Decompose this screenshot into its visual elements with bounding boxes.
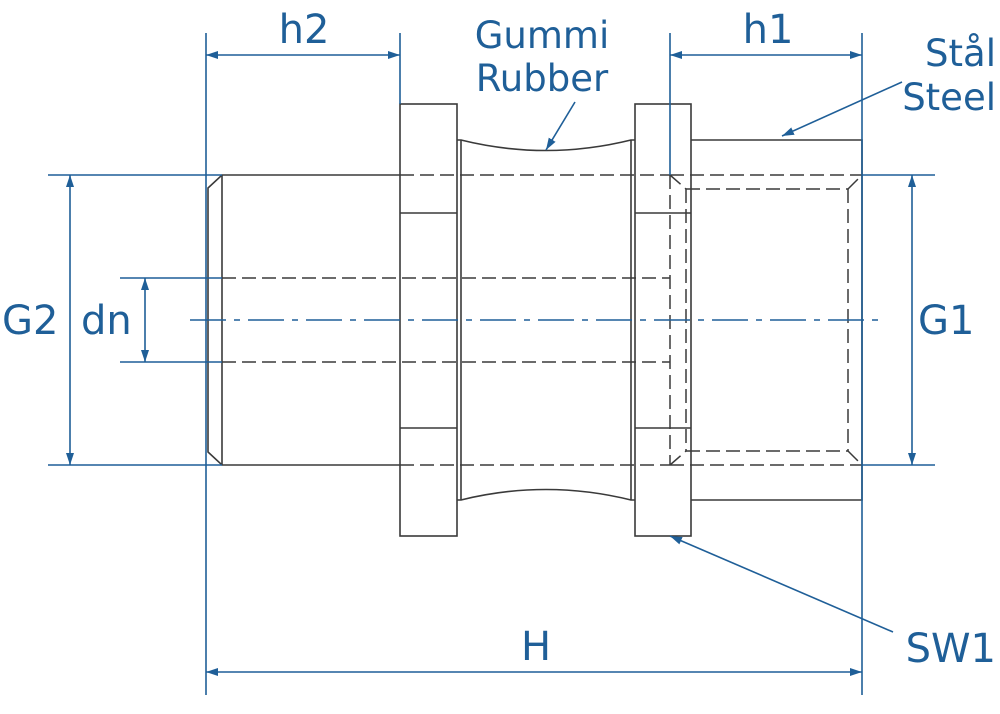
- rubber-body: [457, 139, 635, 152]
- g1-label: G1: [918, 298, 974, 344]
- sw1-label: SW1: [906, 626, 996, 672]
- dimensions: [48, 33, 935, 695]
- hidden-lines: [222, 174, 863, 466]
- rubber-label-en: Rubber: [476, 57, 609, 100]
- labels: h2 h1 Gummi Rubber Stål Steel G2 dn G1 S…: [2, 7, 996, 672]
- h1-label: h1: [743, 7, 794, 53]
- g2-label: G2: [2, 298, 58, 344]
- rubber-label-sv: Gummi: [475, 14, 610, 57]
- steel-label-en: Steel: [902, 76, 996, 119]
- dn-label: dn: [81, 298, 132, 344]
- h-label: H: [521, 624, 551, 670]
- steel-label-sv: Stål: [925, 32, 996, 75]
- sw1-leader: [669, 535, 894, 633]
- h2-label: h2: [279, 7, 330, 53]
- right-hex: [634, 103, 692, 537]
- rubber-leader: [545, 101, 576, 151]
- steel-leader: [781, 81, 903, 137]
